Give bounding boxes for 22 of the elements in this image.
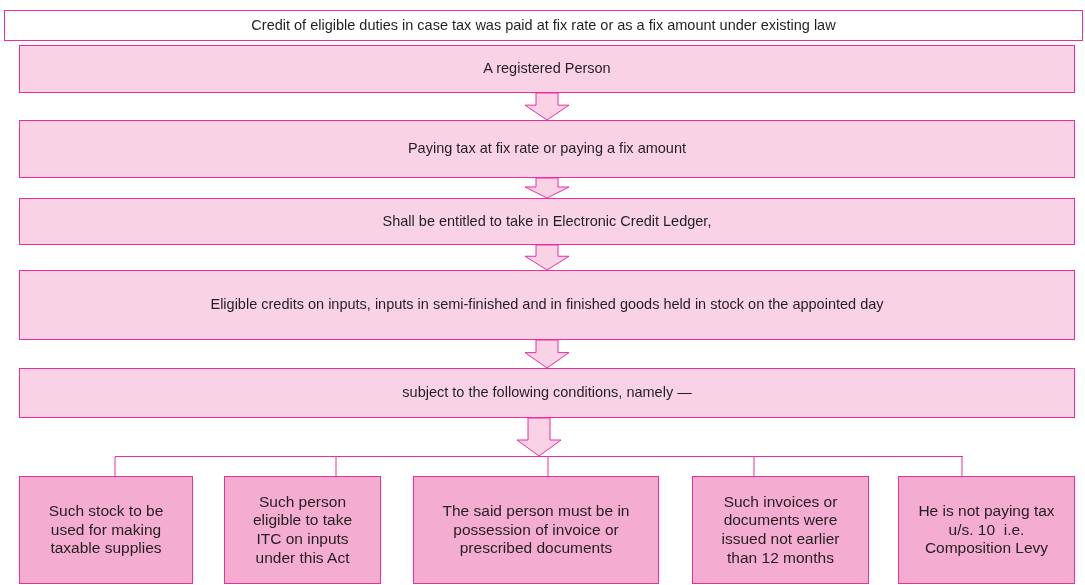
block-arrow [524, 244, 570, 271]
process-box: subject to the following conditions, namely — [19, 368, 1075, 418]
block-arrow [524, 177, 570, 199]
process-box: Paying tax at fix rate or paying a fix amount [19, 120, 1075, 178]
splitter-line [115, 456, 963, 457]
process-box: A registered Person [19, 45, 1075, 93]
connector-line [961, 456, 963, 477]
connector-line [753, 456, 755, 477]
connector-line [547, 456, 549, 477]
process-box: Eligible credits on inputs, inputs in semi-finished and in finished goods held in stock on the appointed day [19, 270, 1075, 340]
block-arrow [524, 339, 570, 369]
connector-line [335, 456, 337, 477]
block-arrow [524, 92, 570, 121]
condition-box: Such person eligible to take ITC on inputs under this Act [224, 476, 381, 584]
condition-box: Such invoices or documents were issued not earlier than 12 months [692, 476, 869, 584]
condition-box: He is not paying tax u/s. 10 i.e. Composition Levy [898, 476, 1075, 584]
block-arrow [516, 417, 562, 457]
process-box: Shall be entitled to take in Electronic Credit Ledger, [19, 198, 1075, 245]
condition-box: Such stock to be used for making taxable supplies [19, 476, 193, 584]
connector-line [114, 456, 116, 477]
title-box: Credit of eligible duties in case tax was paid at fix rate or as a fix amount under existing law [4, 10, 1083, 41]
condition-box: The said person must be in possession of invoice or prescribed documents [413, 476, 659, 584]
